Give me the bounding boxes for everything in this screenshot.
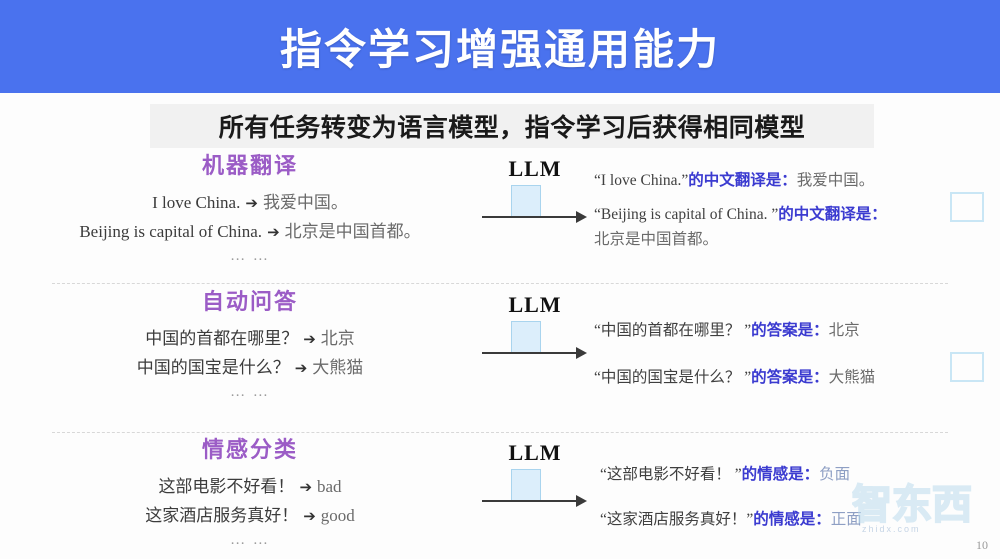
output-instruction: 的答案是	[751, 322, 814, 339]
arrow-icon: ➔	[267, 222, 280, 241]
slide-header: 指令学习增强通用能力	[0, 0, 1000, 93]
examples-column: 自动问答 中国的首都在哪里？➔北京 中国的国宝是什么？➔大熊猫 … …	[30, 288, 470, 401]
llm-figure	[470, 185, 600, 231]
example-target: 我爱中国。	[262, 192, 348, 212]
output-answer: 北京是中国首都。	[594, 231, 719, 249]
llm-transform-block: LLM	[470, 294, 600, 367]
arrow-icon: ➔	[245, 193, 258, 212]
llm-figure	[470, 469, 600, 515]
output-quoted-input: “这部电影不好看！ ”	[600, 466, 742, 483]
ellipsis: … …	[230, 531, 270, 548]
example-pair: 中国的首都在哪里？➔北京	[30, 324, 470, 353]
output-line: “中国的国宝是什么？ ”的答案是：大熊猫	[594, 365, 934, 390]
task-title: 自动问答	[201, 289, 298, 314]
output-instruction: 的情感是	[741, 466, 804, 483]
example-source: 中国的首都在哪里？	[145, 328, 299, 348]
example-source: 这家酒店服务真好！	[145, 505, 299, 525]
example-source: Beijing is capital of China.	[79, 221, 263, 241]
llm-box-icon	[511, 321, 541, 353]
example-target: good	[320, 505, 355, 525]
llm-label: LLM	[508, 440, 562, 465]
arrow-line	[482, 500, 578, 502]
output-separator: ：	[871, 206, 887, 224]
arrow-icon: ➔	[303, 329, 316, 348]
arrow-line	[482, 216, 578, 218]
arrow-head-icon	[576, 347, 587, 359]
task-section-sentiment-classification: 情感分类 这部电影不好看！➔bad 这家酒店服务真好！➔good … … LLM…	[0, 436, 1000, 559]
example-pair: I love China.➔我爱中国。	[30, 188, 470, 217]
example-target: 北京是中国首都。	[284, 221, 421, 241]
page-number: 10	[976, 538, 988, 552]
llm-figure	[470, 321, 600, 367]
examples-column: 情感分类 这部电影不好看！➔bad 这家酒店服务真好！➔good … …	[30, 436, 470, 549]
example-target: 北京	[320, 328, 355, 348]
output-line: “这部电影不好看！ ”的情感是：负面	[600, 462, 940, 487]
output-separator: ：	[781, 172, 797, 189]
watermark-domain: zhidx.com	[862, 524, 921, 534]
outputs-column: “这部电影不好看！ ”的情感是：负面 “这家酒店服务真好！”的情感是：正面	[600, 462, 940, 532]
example-pair: 这部电影不好看！➔bad	[30, 472, 470, 501]
ellipsis: … …	[230, 247, 270, 264]
llm-label: LLM	[508, 156, 562, 181]
page-title: 指令学习增强通用能力	[279, 26, 720, 73]
example-target: bad	[317, 476, 342, 496]
example-target: 大熊猫	[312, 357, 364, 377]
llm-label: LLM	[508, 292, 562, 317]
output-line: “这家酒店服务真好！”的情感是：正面	[600, 507, 940, 532]
llm-box-icon	[511, 185, 541, 217]
output-answer: 正面	[830, 511, 862, 529]
output-quoted-input: “I love China.”	[594, 172, 689, 189]
llm-transform-block: LLM	[470, 158, 600, 231]
output-instruction: 的情感是	[753, 511, 816, 529]
output-separator: ：	[813, 322, 829, 339]
output-line: “Beijing is capital of China. ”的中文翻译是： 北京…	[594, 202, 934, 252]
outputs-column: “I love China.”的中文翻译是：我爱中国。 “Beijing is …	[594, 168, 934, 252]
task-section-question-answering: 自动问答 中国的首都在哪里？➔北京 中国的国宝是什么？➔大熊猫 … … LLM …	[0, 288, 1000, 428]
subtitle-banner: 所有任务转变为语言模型，指令学习后获得相同模型	[150, 104, 874, 148]
output-answer: 北京	[828, 322, 860, 339]
output-instruction: 的答案是	[751, 369, 814, 387]
output-placeholder-box	[950, 192, 984, 222]
arrow-head-icon	[576, 495, 587, 507]
example-pair: Beijing is capital of China.➔北京是中国首都。	[30, 217, 470, 246]
output-quoted-input: “中国的首都在哪里？ ”	[594, 322, 752, 339]
output-answer: 我爱中国。	[796, 172, 875, 189]
task-title: 机器翻译	[201, 153, 298, 178]
section-divider	[52, 432, 948, 433]
output-line: “中国的首都在哪里？ ”的答案是：北京	[594, 318, 934, 343]
examples-column: 机器翻译 I love China.➔我爱中国。 Beijing is capi…	[30, 152, 470, 265]
outputs-column: “中国的首都在哪里？ ”的答案是：北京 “中国的国宝是什么？ ”的答案是：大熊猫	[594, 318, 934, 390]
output-quoted-input: “这家酒店服务真好！”	[600, 511, 754, 529]
example-source: 中国的国宝是什么？	[136, 357, 290, 377]
output-placeholder-box	[950, 352, 984, 382]
output-separator: ：	[803, 466, 820, 483]
output-quoted-input: “Beijing is capital of China. ”	[594, 206, 779, 224]
example-source: I love China.	[152, 192, 241, 212]
output-instruction: 的中文翻译是	[688, 172, 782, 189]
output-separator: ：	[813, 369, 829, 387]
task-section-machine-translation: 机器翻译 I love China.➔我爱中国。 Beijing is capi…	[0, 152, 1000, 280]
output-quoted-input: “中国的国宝是什么？ ”	[594, 369, 752, 387]
task-title: 情感分类	[201, 437, 298, 462]
llm-box-icon	[511, 469, 541, 501]
example-pair: 中国的国宝是什么？➔大熊猫	[30, 353, 470, 382]
example-source: 这部电影不好看！	[158, 476, 295, 496]
output-separator: ：	[815, 511, 831, 529]
output-answer: 负面	[819, 466, 851, 483]
section-divider	[52, 283, 948, 284]
ellipsis: … …	[230, 383, 270, 400]
arrow-icon: ➔	[294, 358, 308, 377]
arrow-head-icon	[576, 211, 587, 223]
output-answer: 大熊猫	[828, 369, 876, 387]
arrow-icon: ➔	[303, 506, 316, 525]
subtitle-text: 所有任务转变为语言模型，指令学习后获得相同模型	[218, 114, 806, 142]
example-pair: 这家酒店服务真好！➔good	[30, 501, 470, 530]
llm-transform-block: LLM	[470, 442, 600, 515]
output-instruction: 的中文翻译是	[778, 206, 872, 224]
arrow-line	[482, 352, 578, 354]
output-line: “I love China.”的中文翻译是：我爱中国。	[594, 168, 934, 193]
arrow-icon: ➔	[299, 477, 313, 496]
